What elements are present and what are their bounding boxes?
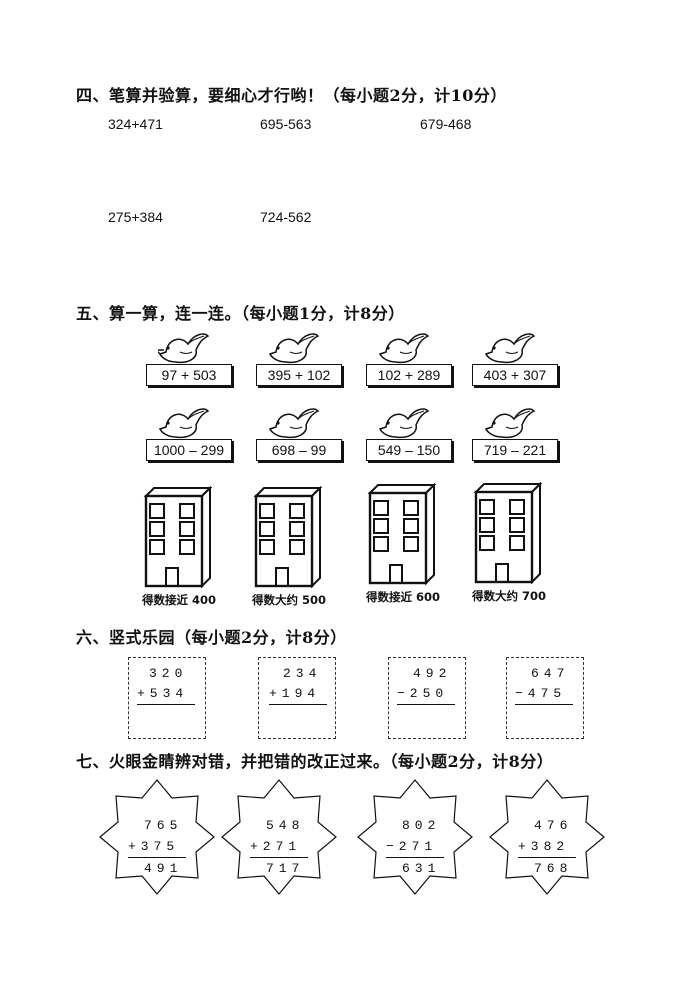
vertical-calc-box: 492 −250: [388, 657, 466, 739]
building-icon: [143, 485, 213, 589]
section-7-heading: 七、火眼金睛辨对错，并把错的改正过来。（每小题2分，计8分）: [76, 752, 554, 771]
star-card: 765 +375 491: [98, 778, 216, 896]
building: 得数大约 500: [252, 485, 372, 616]
building: 得数接近 400: [142, 485, 262, 616]
equation-box: 395 + 102: [256, 364, 342, 386]
bird-card: 97 + 503: [146, 330, 242, 394]
calc-line: [137, 704, 195, 705]
bird-card: 698 – 99: [256, 405, 352, 469]
equation-box: 719 – 221: [472, 439, 558, 461]
bird-icon: [268, 408, 320, 439]
bird-card: 102 + 289: [366, 330, 462, 394]
equation-box: 698 – 99: [256, 439, 342, 461]
building-caption: 得数大约 500: [252, 593, 327, 607]
star-top-number: 548: [266, 818, 305, 833]
section-6-heading: 六、竖式乐园（每小题2分，计8分）: [76, 628, 347, 647]
vertical-calc-box: 234 +194: [258, 657, 336, 739]
problem-3: 679-468: [420, 116, 472, 132]
building-icon: [473, 481, 543, 585]
bird-card: 719 – 221: [472, 405, 568, 469]
building: 得数大约 700: [472, 481, 592, 612]
problem-4: 275+384: [108, 209, 163, 225]
bird-icon: [484, 408, 536, 439]
calc-top: 234: [283, 666, 322, 681]
star-result: 491: [144, 861, 183, 876]
star-shape-icon: [489, 779, 605, 895]
calc-line: [397, 704, 455, 705]
equation-box: 549 – 150: [366, 439, 452, 461]
star-card: 548 +271 717: [220, 778, 338, 896]
bird-icon: [158, 408, 210, 439]
bird-icon: [484, 333, 536, 364]
equation-box: 1000 – 299: [146, 439, 232, 461]
bird-card: 1000 – 299: [146, 405, 242, 469]
problem-1: 324+471: [108, 116, 163, 132]
section-5-heading: 五、算一算，连一连。（每小题1分，计8分）: [76, 304, 405, 323]
bird-icon: [378, 408, 430, 439]
bird-card: 403 + 307: [472, 330, 568, 394]
problem-5: 724-562: [260, 209, 312, 225]
star-line: [250, 857, 308, 858]
star-top-number: 765: [144, 818, 183, 833]
star-line: [128, 857, 186, 858]
problem-2: 695-563: [260, 116, 312, 132]
star-result: 768: [534, 861, 573, 876]
star-mid-number: −271: [386, 839, 438, 854]
star-result: 717: [266, 861, 305, 876]
star-shape-icon: [221, 779, 337, 895]
bird-card: 549 – 150: [366, 405, 462, 469]
star-mid-number: +382: [518, 839, 570, 854]
calc-line: [269, 704, 327, 705]
building-icon: [253, 485, 323, 589]
star-result: 631: [402, 861, 441, 876]
calc-top: 320: [149, 666, 188, 681]
star-mid-number: +375: [128, 839, 180, 854]
section-4-heading: 四、笔算并验算，要细心才行哟！（每小题2分，计10分）: [76, 86, 507, 105]
star-top-number: 802: [402, 818, 441, 833]
calc-bottom: −475: [515, 686, 567, 701]
star-shape-icon: [357, 779, 473, 895]
bird-icon: [268, 333, 320, 364]
bird-card: 395 + 102: [256, 330, 352, 394]
building-caption: 得数接近 600: [366, 590, 441, 604]
vertical-calc-box: 647 −475: [506, 657, 584, 739]
star-line: [386, 857, 444, 858]
equation-box: 403 + 307: [472, 364, 558, 386]
calc-top: 647: [531, 666, 570, 681]
star-card: 802 −271 631: [356, 778, 474, 896]
star-mid-number: +271: [250, 839, 302, 854]
calc-top: 492: [413, 666, 452, 681]
vertical-calc-box: 320 +534: [128, 657, 206, 739]
building: 得数接近 600: [366, 482, 486, 613]
calc-bottom: +194: [269, 686, 321, 701]
building-caption: 得数接近 400: [142, 593, 217, 607]
building-caption: 得数大约 700: [472, 589, 547, 603]
calc-bottom: −250: [397, 686, 449, 701]
equation-box: 97 + 503: [146, 364, 232, 386]
star-shape-icon: [99, 779, 215, 895]
star-card: 476 +382 768: [488, 778, 606, 896]
equation-box: 102 + 289: [366, 364, 452, 386]
building-icon: [367, 482, 437, 586]
calc-bottom: +534: [137, 686, 189, 701]
bird-icon: [378, 333, 430, 364]
bird-icon: [158, 333, 210, 364]
star-top-number: 476: [534, 818, 573, 833]
star-line: [518, 857, 576, 858]
calc-line: [515, 704, 573, 705]
